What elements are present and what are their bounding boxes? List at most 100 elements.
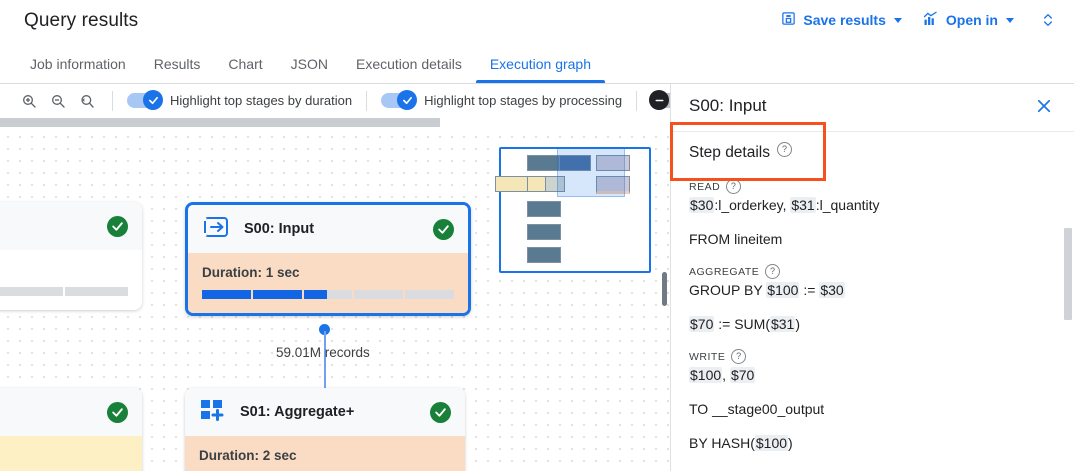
- step-details-heading: Step details ?: [689, 141, 792, 162]
- panel-scrollbar[interactable]: [1064, 228, 1072, 320]
- node-body: Duration: 1 sec: [188, 253, 468, 313]
- node-progress-bar: [0, 287, 128, 296]
- header-actions: Save results Open in: [781, 10, 1062, 30]
- tab-job-information[interactable]: Job information: [30, 56, 126, 72]
- chevron-down-icon: [1006, 17, 1014, 23]
- node-duration: [0, 448, 128, 463]
- step-details-label: Step details: [689, 144, 770, 161]
- node-body: Duration: 2 sec: [185, 436, 465, 471]
- save-disk-icon: [781, 11, 796, 29]
- tab-chart[interactable]: Chart: [228, 56, 263, 72]
- detail-key-label: READ: [689, 180, 721, 193]
- canvas-horizontal-scrollbar[interactable]: [0, 117, 670, 128]
- toggle-highlight-processing[interactable]: Highlight top stages by processing: [381, 90, 623, 110]
- node-progress-bar: [202, 290, 454, 299]
- progress-segment: [202, 290, 251, 299]
- node-body: [0, 250, 142, 310]
- canvas-vertical-scrollbar[interactable]: [662, 272, 667, 306]
- progress-segment: [64, 287, 128, 296]
- node-title: S00: Input: [244, 221, 315, 237]
- detail-to: TO __stage00_output: [689, 401, 825, 417]
- node-title: S01: Aggregate+: [240, 404, 355, 420]
- toggle-knob: [143, 90, 163, 110]
- page-title: Query results: [24, 10, 139, 31]
- minimap-node: [495, 176, 529, 192]
- detail-key: AGGREGATE ?: [689, 264, 1039, 279]
- edge-source-dot: [319, 324, 330, 335]
- minimap-node: [527, 201, 561, 217]
- toggle-switch-on: [127, 90, 163, 110]
- detail-key: WRITE ?: [689, 349, 1039, 364]
- edge-line: [324, 331, 326, 393]
- step-details-panel: S00: Input Step details ? READ ? $30:l_o…: [670, 84, 1074, 471]
- progress-segment: [303, 290, 353, 299]
- detail-aggregate: AGGREGATE ? GROUP BY $100 := $30: [689, 264, 1039, 300]
- graph-minimap[interactable]: [495, 147, 651, 273]
- zoom-reset-icon[interactable]: [76, 90, 98, 112]
- tab-results[interactable]: Results: [153, 56, 201, 72]
- detail-read: READ ? $30:l_orderkey, $31:l_quantity: [689, 179, 1039, 215]
- zoom-out-icon[interactable]: [47, 90, 69, 112]
- zoom-in-icon[interactable]: [18, 90, 40, 112]
- minimap-node: [559, 155, 591, 171]
- tab-json[interactable]: JSON: [290, 56, 328, 72]
- save-results-button[interactable]: Save results: [781, 11, 902, 29]
- detail-value: $30:l_orderkey, $31:l_quantity: [689, 197, 880, 213]
- tab-list: Job information Results Chart JSON Execu…: [0, 46, 1074, 83]
- help-circle-icon[interactable]: ?: [765, 264, 781, 279]
- minimap-node: [545, 176, 565, 192]
- progress-segment: [354, 290, 404, 299]
- progress-segment: [252, 290, 302, 299]
- toggle-knob: [649, 90, 670, 110]
- scrollbar-thumb[interactable]: [0, 118, 440, 127]
- toggle-switch-on: [381, 90, 418, 110]
- minimap-viewport[interactable]: [557, 147, 625, 197]
- edge-record-count: 59.01M records: [276, 345, 370, 360]
- input-arrow-icon: [202, 214, 230, 245]
- detail-write: WRITE ? $100, $70: [689, 349, 1039, 385]
- page-header: Query results Save results: [0, 0, 1074, 46]
- toolbar-divider: [112, 90, 113, 111]
- unfold-more-icon[interactable]: [1034, 10, 1062, 30]
- node-duration: Duration: 1 sec: [202, 265, 300, 280]
- node-header: S01: Aggregate+: [185, 388, 465, 436]
- node-header: S00: Input: [188, 205, 468, 253]
- detail-sum: $70 := SUM($31): [689, 316, 801, 332]
- help-circle-icon[interactable]: ?: [731, 349, 747, 364]
- detail-key: READ ?: [689, 179, 1039, 194]
- detail-value: GROUP BY $100 := $30: [689, 282, 845, 298]
- minimap-node: [527, 176, 547, 192]
- toggle-knob: [397, 90, 418, 110]
- open-in-button[interactable]: Open in: [922, 10, 1014, 30]
- help-circle-icon[interactable]: ?: [726, 179, 742, 194]
- toolbar-divider: [366, 90, 368, 111]
- toggle-processing-label: Highlight top stages by processing: [424, 93, 623, 108]
- close-icon[interactable]: [1035, 97, 1053, 120]
- minimap-node: [596, 155, 630, 171]
- zoom-controls: [0, 90, 98, 112]
- aggregate-plus-icon: [199, 398, 226, 427]
- check-circle-icon: [107, 401, 128, 423]
- graph-node-s00-input[interactable]: S00: Input Duration: 1 sec: [185, 202, 471, 316]
- toolbar-divider: [636, 90, 638, 111]
- help-circle-icon[interactable]: ?: [777, 141, 792, 157]
- graph-node-partial-left-2[interactable]: [0, 388, 142, 471]
- panel-title: S00: Input: [689, 96, 767, 115]
- execution-graph-canvas[interactable]: S00: Input Duration: 1 sec: [0, 117, 670, 471]
- graph-node-s01-aggregate[interactable]: S01: Aggregate+ Duration: 2 sec: [185, 388, 465, 471]
- tab-execution-details[interactable]: Execution details: [355, 56, 462, 72]
- node-header: [0, 388, 142, 436]
- chevron-down-icon: [893, 17, 902, 23]
- detail-from: FROM lineitem: [689, 231, 783, 247]
- tab-execution-graph[interactable]: Execution graph: [475, 46, 606, 83]
- check-circle-icon: [107, 215, 128, 237]
- toggle-highlight-duration[interactable]: Highlight top stages by duration: [127, 90, 352, 110]
- detail-key-label: WRITE: [689, 350, 726, 363]
- node-duration: [0, 262, 128, 277]
- graph-node-partial-left[interactable]: [0, 202, 142, 310]
- minimap-node: [596, 176, 630, 194]
- node-header: [0, 202, 142, 250]
- check-circle-icon: [433, 218, 454, 240]
- node-duration: Duration: 2 sec: [199, 448, 297, 463]
